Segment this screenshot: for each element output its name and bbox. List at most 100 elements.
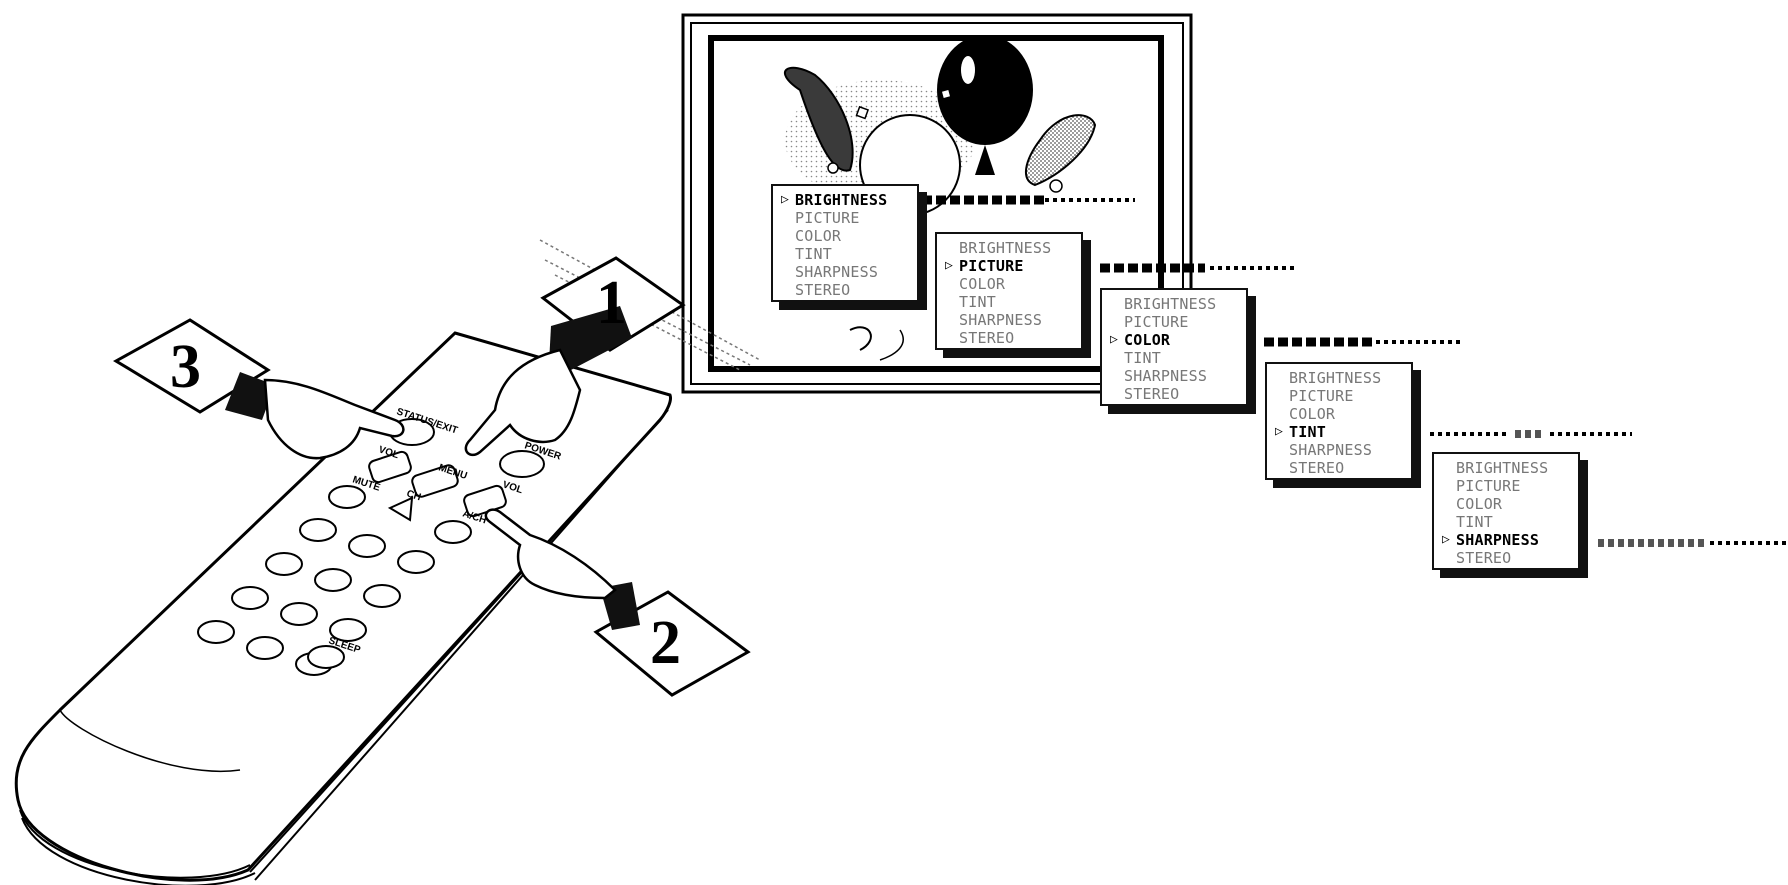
menu-item-color: COLOR [1275, 405, 1381, 423]
menu-item-picture: PICTURE [781, 209, 887, 227]
step-1-label: 1 [596, 269, 627, 337]
menu-pointer-icon: ▷ [1442, 532, 1451, 547]
menu-item-tint: TINT [945, 293, 1051, 311]
menu-item-label: TINT [795, 245, 832, 263]
menu-item-sharpness: SHARPNESS [1275, 441, 1381, 459]
menu-item-label: COLOR [1124, 331, 1171, 349]
vol-minus-button [368, 450, 412, 484]
sleep-button [307, 645, 345, 669]
menu-button [411, 464, 459, 498]
menu-item-label: STEREO [1456, 549, 1512, 567]
menu-item-tint: TINT [781, 245, 887, 263]
menu-item-sharpness: SHARPNESS [1110, 367, 1216, 385]
menu-item-label: SHARPNESS [1289, 441, 1373, 459]
ch-button [387, 496, 414, 522]
menu-item-label: PICTURE [1289, 387, 1354, 405]
menu-item-label: BRIGHTNESS [795, 191, 888, 209]
menu-item-sharpness: SHARPNESS [781, 263, 887, 281]
digit-button [314, 568, 352, 592]
menu-pointer-icon: ▷ [945, 258, 954, 273]
menu-item-label: STEREO [1124, 385, 1180, 403]
menu-item-brightness: ▷ BRIGHTNESS [781, 191, 887, 209]
menu-item-stereo: STEREO [1442, 549, 1548, 567]
menu-pointer-icon: ▷ [1275, 424, 1284, 439]
digit-button [246, 636, 284, 660]
menu-item-label: BRIGHTNESS [959, 239, 1052, 257]
digit-button [348, 534, 386, 558]
step-1-callout [464, 256, 686, 457]
menu-item-picture: ▷ PICTURE [945, 257, 1051, 275]
menu-item-label: BRIGHTNESS [1124, 295, 1217, 313]
menu-item-stereo: STEREO [781, 281, 887, 299]
menu-item-brightness: BRIGHTNESS [1275, 369, 1381, 387]
menu-item-label: PICTURE [795, 209, 860, 227]
menu-item-label: SHARPNESS [1456, 531, 1540, 549]
menu-item-picture: PICTURE [1275, 387, 1381, 405]
menu-item-brightness: BRIGHTNESS [945, 239, 1051, 257]
menu-item-color: ▷ COLOR [1110, 331, 1216, 349]
digit-button [280, 602, 318, 626]
menu-item-label: BRIGHTNESS [1289, 369, 1382, 387]
menu-item-label: BRIGHTNESS [1456, 459, 1549, 477]
pointing-hand-icon [464, 348, 582, 457]
menu-item-stereo: STEREO [1110, 385, 1216, 403]
menu-item-stereo: STEREO [945, 329, 1051, 347]
menu-item-label: SHARPNESS [1124, 367, 1208, 385]
menu-item-label: SHARPNESS [959, 311, 1043, 329]
menu-item-brightness: BRIGHTNESS [1442, 459, 1548, 477]
digit-button [299, 518, 337, 542]
menu-pointer-icon: ▷ [781, 192, 790, 207]
remote-buttons: STATUS/EXIT POWER MENU VOL VOL MUTE CH A… [197, 406, 563, 676]
menu-item-color: COLOR [945, 275, 1051, 293]
mute-button [328, 485, 366, 509]
menu-item-color: COLOR [1442, 495, 1548, 513]
digit-button [363, 584, 401, 608]
menu-item-label: TINT [1124, 349, 1161, 367]
digit-button [265, 552, 303, 576]
menu-item-label: PICTURE [1124, 313, 1189, 331]
menu-connectors [922, 195, 1786, 547]
menu-item-tint: TINT [1110, 349, 1216, 367]
menu-item-label: SHARPNESS [795, 263, 879, 281]
menu-item-label: COLOR [1456, 495, 1503, 513]
ach-button [434, 520, 472, 544]
power-button [499, 450, 545, 478]
step-3-callout [113, 318, 405, 460]
digit-button [197, 620, 235, 644]
menu-item-label: STEREO [1289, 459, 1345, 477]
menu-item-tint: TINT [1442, 513, 1548, 531]
menu-item-label: PICTURE [959, 257, 1024, 275]
step-3-label: 3 [170, 333, 201, 401]
pointing-hand-icon [484, 508, 617, 600]
digit-button [231, 586, 269, 610]
menu-item-label: TINT [959, 293, 996, 311]
menu-item-sharpness: SHARPNESS [945, 311, 1051, 329]
menu-item-label: COLOR [1289, 405, 1336, 423]
menu-item-sharpness: ▷ SHARPNESS [1442, 531, 1548, 549]
menu-item-picture: PICTURE [1442, 477, 1548, 495]
menu-item-color: COLOR [781, 227, 887, 245]
digit-button [329, 618, 367, 642]
pointing-hand-icon [263, 378, 405, 460]
menu-item-tint: ▷ TINT [1275, 423, 1381, 441]
menu-item-label: PICTURE [1456, 477, 1521, 495]
menu-pointer-icon: ▷ [1110, 332, 1119, 347]
menu-item-label: STEREO [959, 329, 1015, 347]
menu-item-label: TINT [1289, 423, 1326, 441]
menu-item-stereo: STEREO [1275, 459, 1381, 477]
digit-button [397, 550, 435, 574]
step-2-label: 2 [650, 609, 681, 677]
menu-item-label: COLOR [795, 227, 842, 245]
menu-item-picture: PICTURE [1110, 313, 1216, 331]
ch-label: CH [405, 488, 422, 503]
menu-item-brightness: BRIGHTNESS [1110, 295, 1216, 313]
menu-item-label: TINT [1456, 513, 1493, 531]
menu-item-label: STEREO [795, 281, 851, 299]
